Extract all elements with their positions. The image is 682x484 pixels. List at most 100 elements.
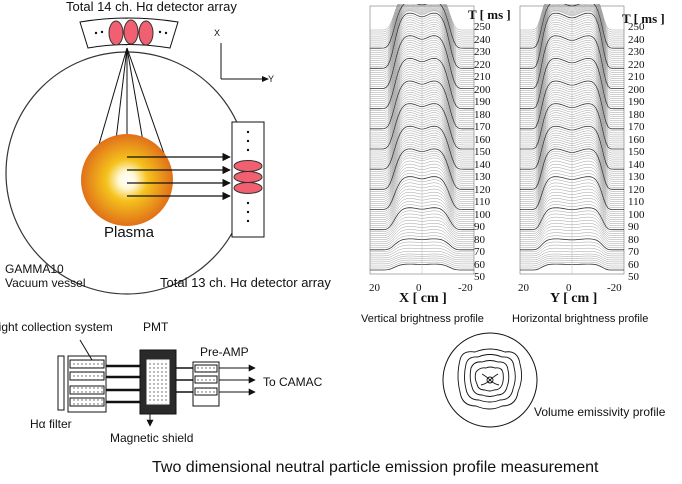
horizontal-axis-label: Y [ cm ] — [550, 291, 598, 306]
top-array-dot — [164, 31, 168, 35]
vessel-schematic — [5, 17, 269, 295]
vertical-time-tick: 230 — [474, 46, 491, 58]
side-array-dot — [246, 148, 250, 152]
vessel-label-line2: Vacuum vessel — [5, 276, 86, 290]
side-detector-ellipse — [233, 171, 263, 183]
sight-line — [126, 47, 169, 166]
profile-trace — [520, 4, 624, 49]
horizontal-caption: Horizontal brightness profile — [512, 313, 649, 325]
horizontal-time-tick: 180 — [628, 108, 645, 121]
horizontal-time-tick: 250 — [628, 21, 645, 33]
horizontal-time-tick: 200 — [628, 83, 645, 96]
fiber-bundle — [69, 359, 105, 369]
profile-trace — [370, 4, 474, 37]
horizontal-time-tick: 50 — [628, 271, 639, 283]
horizontal-time-tick: 90 — [628, 221, 639, 233]
horizontal-time-tick: 70 — [628, 246, 639, 258]
profile-trace — [369, 4, 475, 35]
vertical-time-tick: 90 — [474, 221, 485, 233]
vertical-time-tick: 210 — [474, 71, 491, 83]
top-array-dot — [94, 31, 98, 35]
vertical-time-tick: 200 — [474, 83, 491, 96]
profile-trace — [370, 7, 474, 61]
vertical-time-tick: 80 — [474, 233, 485, 246]
horizontal-time-tick: 220 — [628, 58, 645, 71]
profile-trace — [520, 5, 624, 57]
horizontal-time-tick: 240 — [628, 33, 645, 46]
horizontal-time-tick: 100 — [628, 208, 645, 221]
horizontal-time-tick: 170 — [628, 121, 645, 133]
camac-label: To CAMAC — [263, 375, 323, 389]
preamp-label: Pre-AMP — [200, 345, 249, 359]
top-array-dot — [158, 30, 162, 34]
preamp-channel — [194, 364, 218, 373]
profile-trace — [370, 4, 474, 53]
preamp-channel — [194, 375, 218, 384]
vertical-time-tick: 140 — [474, 158, 491, 171]
side-array-dot — [246, 130, 250, 134]
side-detector-ellipse — [233, 182, 263, 194]
plasma-ball — [81, 134, 173, 226]
profile-trace — [520, 7, 624, 61]
vertical-time-tick: 130 — [474, 171, 491, 183]
profile-trace — [370, 4, 474, 31]
horizontal-time-tick: 80 — [628, 233, 639, 246]
horizontal-tick-neg20: -20 — [607, 282, 622, 294]
top-detector-ellipse — [123, 19, 139, 45]
profile-trace — [370, 4, 474, 33]
vertical-tick-0: 0 — [416, 282, 422, 294]
horizontal-time-tick: 160 — [628, 133, 645, 146]
emissivity-boundary — [442, 332, 538, 428]
fiber-bundle — [69, 371, 105, 381]
horizontal-time-tick: 140 — [628, 158, 645, 171]
profile-trace — [370, 4, 474, 49]
vertical-time-tick: 160 — [474, 133, 491, 146]
vertical-time-tick: 220 — [474, 58, 491, 71]
horizontal-time-tick: 210 — [628, 71, 645, 83]
vertical-time-tick: 240 — [474, 33, 491, 46]
horizontal-time-tick: 110 — [628, 196, 645, 208]
vertical-time-tick: 250 — [474, 21, 491, 33]
emissivity-contour — [464, 354, 516, 403]
figure-title: Two dimensional neutral particle emissio… — [152, 459, 599, 476]
profile-trace — [520, 4, 624, 55]
profile-trace — [520, 4, 624, 31]
vertical-time-tick: 150 — [474, 146, 491, 158]
emissivity-contour — [457, 348, 523, 410]
x-axis-label: X — [214, 28, 221, 38]
profile-trace — [370, 4, 474, 51]
horizontal-tick-0: 0 — [566, 282, 572, 294]
horizontal-time-tick: 120 — [628, 183, 645, 196]
vertical-time-tick: 180 — [474, 108, 491, 121]
vertical-tick-neg20: -20 — [458, 282, 473, 294]
side-array-label: Total 13 ch. Hα detector array — [160, 275, 331, 290]
top-detector-ellipse — [108, 20, 124, 46]
y-axis-label: Y — [268, 74, 275, 84]
preamp-channel — [194, 387, 218, 396]
vertical-time-tick: 190 — [474, 96, 491, 108]
profile-trace — [370, 4, 474, 45]
horizontal-profile-stack — [519, 4, 625, 275]
profile-trace — [520, 4, 624, 35]
light-collection-label: light collection system — [0, 320, 113, 334]
profile-trace — [370, 4, 474, 47]
profile-trace — [520, 4, 624, 37]
profile-trace — [520, 4, 624, 47]
profile-trace — [520, 4, 624, 51]
side-array-dot — [246, 210, 250, 214]
horizontal-time-tick: 130 — [628, 171, 645, 183]
profile-trace — [370, 4, 474, 43]
profile-trace — [520, 4, 624, 41]
profile-trace — [370, 4, 474, 55]
vertical-time-tick: 110 — [474, 196, 491, 208]
horizontal-time-tick: 190 — [628, 96, 645, 108]
y-axis-arrowhead — [262, 76, 269, 82]
vertical-time-tick: 50 — [474, 271, 485, 283]
top-array-dot — [100, 30, 104, 34]
profile-trace — [520, 4, 624, 53]
top-detector-ellipse — [138, 20, 154, 46]
filter-label: Hα filter — [30, 417, 72, 431]
profile-trace — [520, 4, 624, 43]
vertical-time-tick: 120 — [474, 183, 491, 196]
